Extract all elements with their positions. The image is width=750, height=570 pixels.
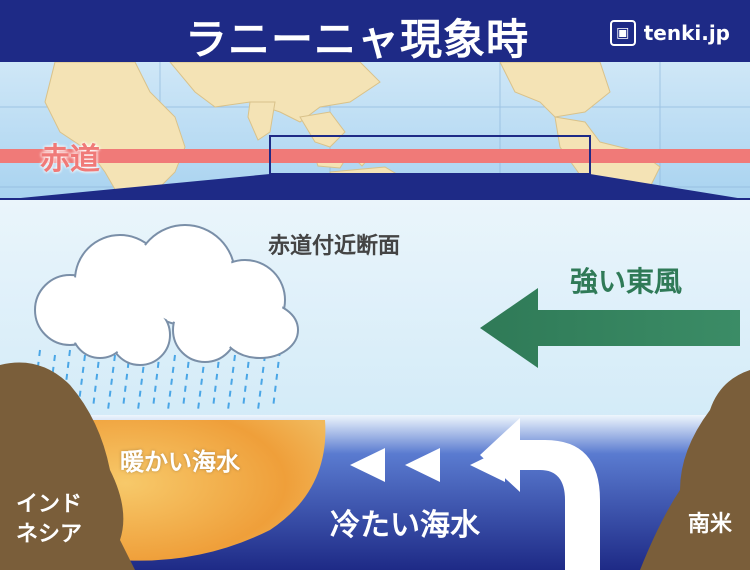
indonesia-landmass (0, 362, 135, 570)
upwelling-arrow-icon (480, 418, 600, 570)
north-america-landmass (499, 62, 611, 118)
south-america-label: 南米 (688, 512, 733, 537)
cold-water-label: 冷たい海水 (330, 508, 480, 543)
east-wind-arrow-icon (480, 288, 740, 368)
brand-name: tenki.jp (643, 21, 730, 45)
equator-label: 赤道 (40, 142, 100, 177)
southeast-asia-landmass (299, 111, 346, 148)
indonesia-label: インド ネシア (16, 490, 82, 550)
india-landmass (247, 101, 276, 141)
eurasia-landmass (169, 62, 381, 123)
warm-water-label: 暖かい海水 (120, 448, 240, 476)
wind-label: 強い東風 (570, 265, 683, 298)
south-america-coast (640, 370, 750, 570)
section-label: 赤道付近断面 (268, 234, 401, 259)
indonesia-label-line1: インド (16, 492, 83, 517)
panel-connector (0, 174, 750, 200)
tenki-cube-icon: ▣ (609, 20, 636, 46)
equator-line (0, 149, 750, 163)
rain-cloud-fill (37, 227, 296, 363)
cross-section (0, 174, 750, 570)
page-title: ラニーニャ現象時 (185, 15, 530, 64)
title-bar: ラニーニャ現象時 ▣ tenki.jp (0, 0, 750, 64)
indonesia-label-line2: ネシア (16, 522, 83, 547)
brand-logo: ▣ tenki.jp (609, 20, 730, 46)
